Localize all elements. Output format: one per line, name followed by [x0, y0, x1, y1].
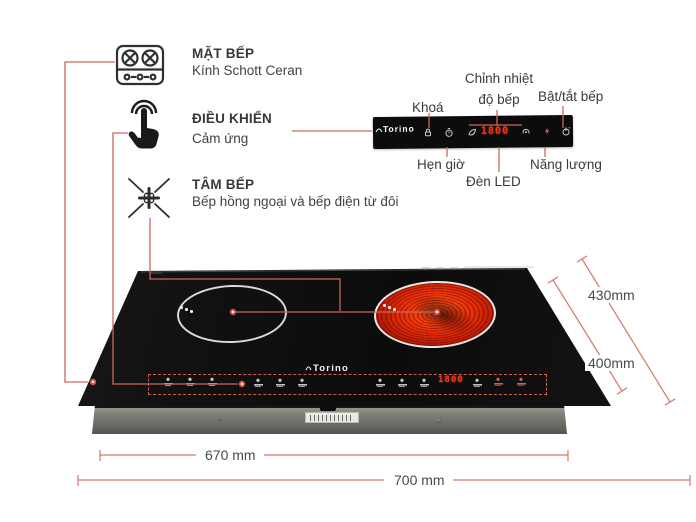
label-led: Đèn LED: [466, 174, 521, 189]
power-icon: [562, 126, 571, 136]
feature-title-control: ĐIỀU KHIỂN: [192, 111, 273, 126]
torino-logo-mark: [305, 366, 312, 371]
label-temp-2: độ bếp: [478, 92, 520, 107]
feature-subtitle-surface: Kính Schott Ceran: [192, 63, 303, 78]
energy-icon: [545, 127, 550, 136]
glass-reflection: [422, 267, 430, 270]
strip-timer-icon: [397, 378, 407, 387]
panel-led-display: 1800: [480, 125, 510, 137]
panel-brand: Torino: [382, 123, 415, 134]
strip-mode-icon: [419, 378, 429, 387]
cooktop-brand: Torino: [313, 363, 350, 374]
strip-lock-icon: [375, 378, 385, 387]
label-lock: Khoá: [412, 100, 444, 115]
glass-reflection: [450, 267, 458, 270]
screw: [437, 419, 441, 423]
mode-icon: [468, 128, 477, 136]
lock-icon: [425, 128, 432, 137]
glass-reflection: [150, 272, 162, 274]
dim-width-outer: 700 mm: [394, 472, 445, 488]
strip-grill-icon: [275, 378, 285, 387]
timer-icon: [445, 128, 453, 137]
strip-led-display: 1800: [438, 375, 464, 385]
feature-title-surface: MẶT BẾP: [192, 46, 255, 61]
control-panel-inset: Torino 1800: [372, 114, 574, 150]
label-power: Bật/tắt bếp: [538, 89, 604, 104]
strip-fan-icon: [472, 378, 482, 387]
feature-title-zones: TÂM BẾP: [192, 177, 255, 192]
feature-subtitle-zones: Bếp hồng ngoại và bếp điện từ đôi: [192, 194, 399, 209]
label-timer: Hẹn giờ: [417, 157, 465, 172]
strip-warm-icon: [297, 378, 307, 387]
dim-depth-outer: 430mm: [585, 287, 638, 303]
stove-icon: [115, 44, 165, 91]
glass-reflection: [463, 266, 535, 268]
screw: [217, 417, 221, 421]
dim-depth-inner: 400mm: [585, 355, 638, 371]
dim-width-inner: 670 mm: [205, 447, 256, 463]
housing-tab: [320, 406, 336, 411]
glass-reflection: [436, 267, 444, 270]
fan-icon: [522, 128, 530, 134]
torino-logo-mark: [375, 128, 383, 133]
label-temp-1: Chỉnh nhiệt: [464, 71, 534, 86]
feature-subtitle-control: Cảm ứng: [192, 131, 249, 146]
touch-strip-highlight: [148, 374, 547, 395]
touch-icon: [121, 99, 167, 156]
strip-energy-icon: [493, 377, 503, 386]
strip-power-icon: [516, 377, 526, 386]
burner-icon: [126, 176, 172, 225]
strip-boost-icon: [253, 378, 263, 387]
label-energy: Năng lượng: [530, 157, 602, 172]
rating-sticker: [305, 412, 359, 423]
